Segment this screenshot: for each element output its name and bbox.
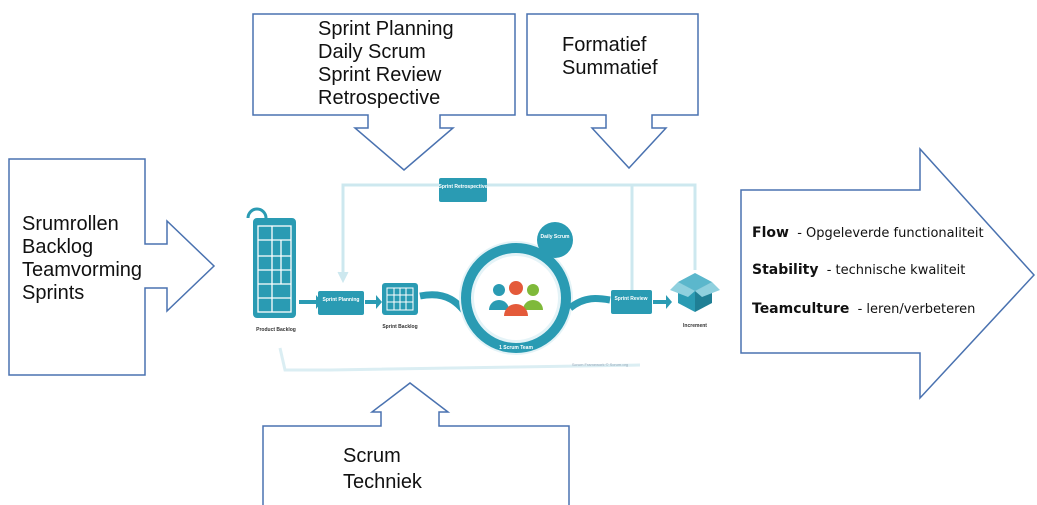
- outcome-term: Teamculture: [752, 301, 850, 317]
- scrum-framework-illustration: Sprint Retrospective Product Backlog Spr…: [246, 178, 720, 372]
- callout-item: Sprint Planning: [318, 18, 454, 40]
- left-callout-text: Srumrollen Backlog Teamvorming Sprints: [22, 213, 142, 305]
- top-left-callout-text: Sprint Planning Daily Scrum Sprint Revie…: [318, 18, 454, 110]
- sprint-backlog-label: Sprint Backlog: [382, 324, 417, 330]
- callout-item: Formatief: [562, 34, 647, 56]
- outcome-teamculture: Teamculture - leren/verbeteren: [752, 301, 975, 317]
- bottom-callout-text: Scrum Techniek: [343, 443, 422, 495]
- outcome-term: Stability: [752, 262, 819, 278]
- callout-item: Sprints: [22, 282, 85, 304]
- product-backlog-label: Product Backlog: [256, 327, 296, 333]
- outcome-stability: Stability - technische kwaliteit: [752, 262, 965, 278]
- outcome-desc: - Opgeleverde functionaliteit: [797, 226, 984, 241]
- sprint-review-label: Sprint Review: [614, 296, 647, 302]
- callout-item: Sprint Review: [318, 64, 442, 86]
- callout-item: Scrum: [343, 445, 401, 467]
- callout-item: Summatief: [562, 57, 658, 79]
- left-callout-shape: [8, 158, 216, 376]
- sprint-retrospective-label: Sprint Retrospective: [439, 184, 488, 190]
- outcome-desc: - technische kwaliteit: [826, 263, 966, 278]
- callout-item: Teamvorming: [22, 259, 143, 281]
- callout-item: Retrospective: [318, 87, 441, 109]
- daily-scrum-label: Daily Scrum: [541, 234, 570, 240]
- framework-credit: Scrum Framework © Scrum.org: [572, 362, 628, 367]
- right-output-arrow-shape: [740, 147, 1036, 400]
- outcome-term: Flow: [752, 225, 789, 241]
- top-right-callout-shape: [526, 13, 699, 170]
- sprint-planning-label: Sprint Planning: [323, 297, 360, 303]
- scrum-team-label: 1 Scrum Team: [499, 345, 533, 351]
- top-right-callout-text: Formatief Summatief: [562, 34, 658, 80]
- callout-item: Srumrollen: [22, 213, 119, 235]
- callout-item: Techniek: [343, 471, 422, 493]
- increment-label: Increment: [683, 323, 707, 329]
- callout-item: Daily Scrum: [318, 41, 426, 63]
- outcome-desc: - leren/verbeteren: [857, 302, 976, 317]
- bottom-callout-shape: [262, 382, 570, 505]
- outcome-flow: Flow - Opgeleverde functionaliteit: [752, 225, 984, 241]
- top-left-callout-shape: [252, 13, 516, 171]
- callout-item: Backlog: [22, 236, 94, 258]
